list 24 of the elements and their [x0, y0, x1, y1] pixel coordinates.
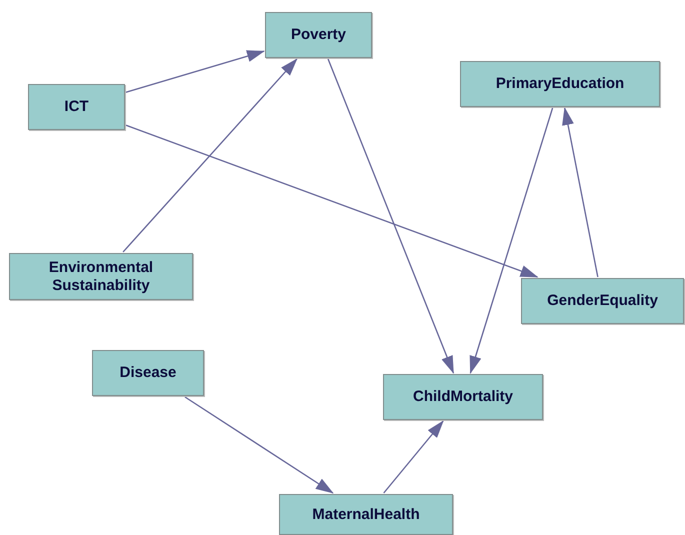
node-box: [279, 494, 453, 535]
node-label: ChildMortality: [413, 388, 513, 406]
arrow: [470, 108, 554, 374]
node-label: MaternalHealth: [312, 506, 420, 524]
node-box: [265, 12, 372, 58]
node-label: GenderEquality: [547, 292, 658, 310]
node-label: PrimaryEducation: [496, 75, 624, 93]
node-label: ICT: [64, 98, 89, 116]
node-label: Environmental Sustainability: [48, 258, 154, 294]
node-box: [460, 61, 660, 107]
arrow: [562, 107, 598, 278]
node-box: [383, 374, 543, 420]
node-box: [9, 253, 193, 300]
node-box: [92, 350, 204, 396]
arrow: [126, 124, 538, 278]
node-box: [28, 84, 125, 130]
node-label: Disease: [120, 364, 176, 382]
arrow: [126, 50, 265, 93]
arrow: [184, 396, 334, 494]
node-box: [521, 278, 684, 324]
arrow: [327, 58, 454, 374]
arrow: [122, 58, 298, 252]
arrow: [383, 420, 444, 494]
node-label: Poverty: [290, 26, 346, 44]
